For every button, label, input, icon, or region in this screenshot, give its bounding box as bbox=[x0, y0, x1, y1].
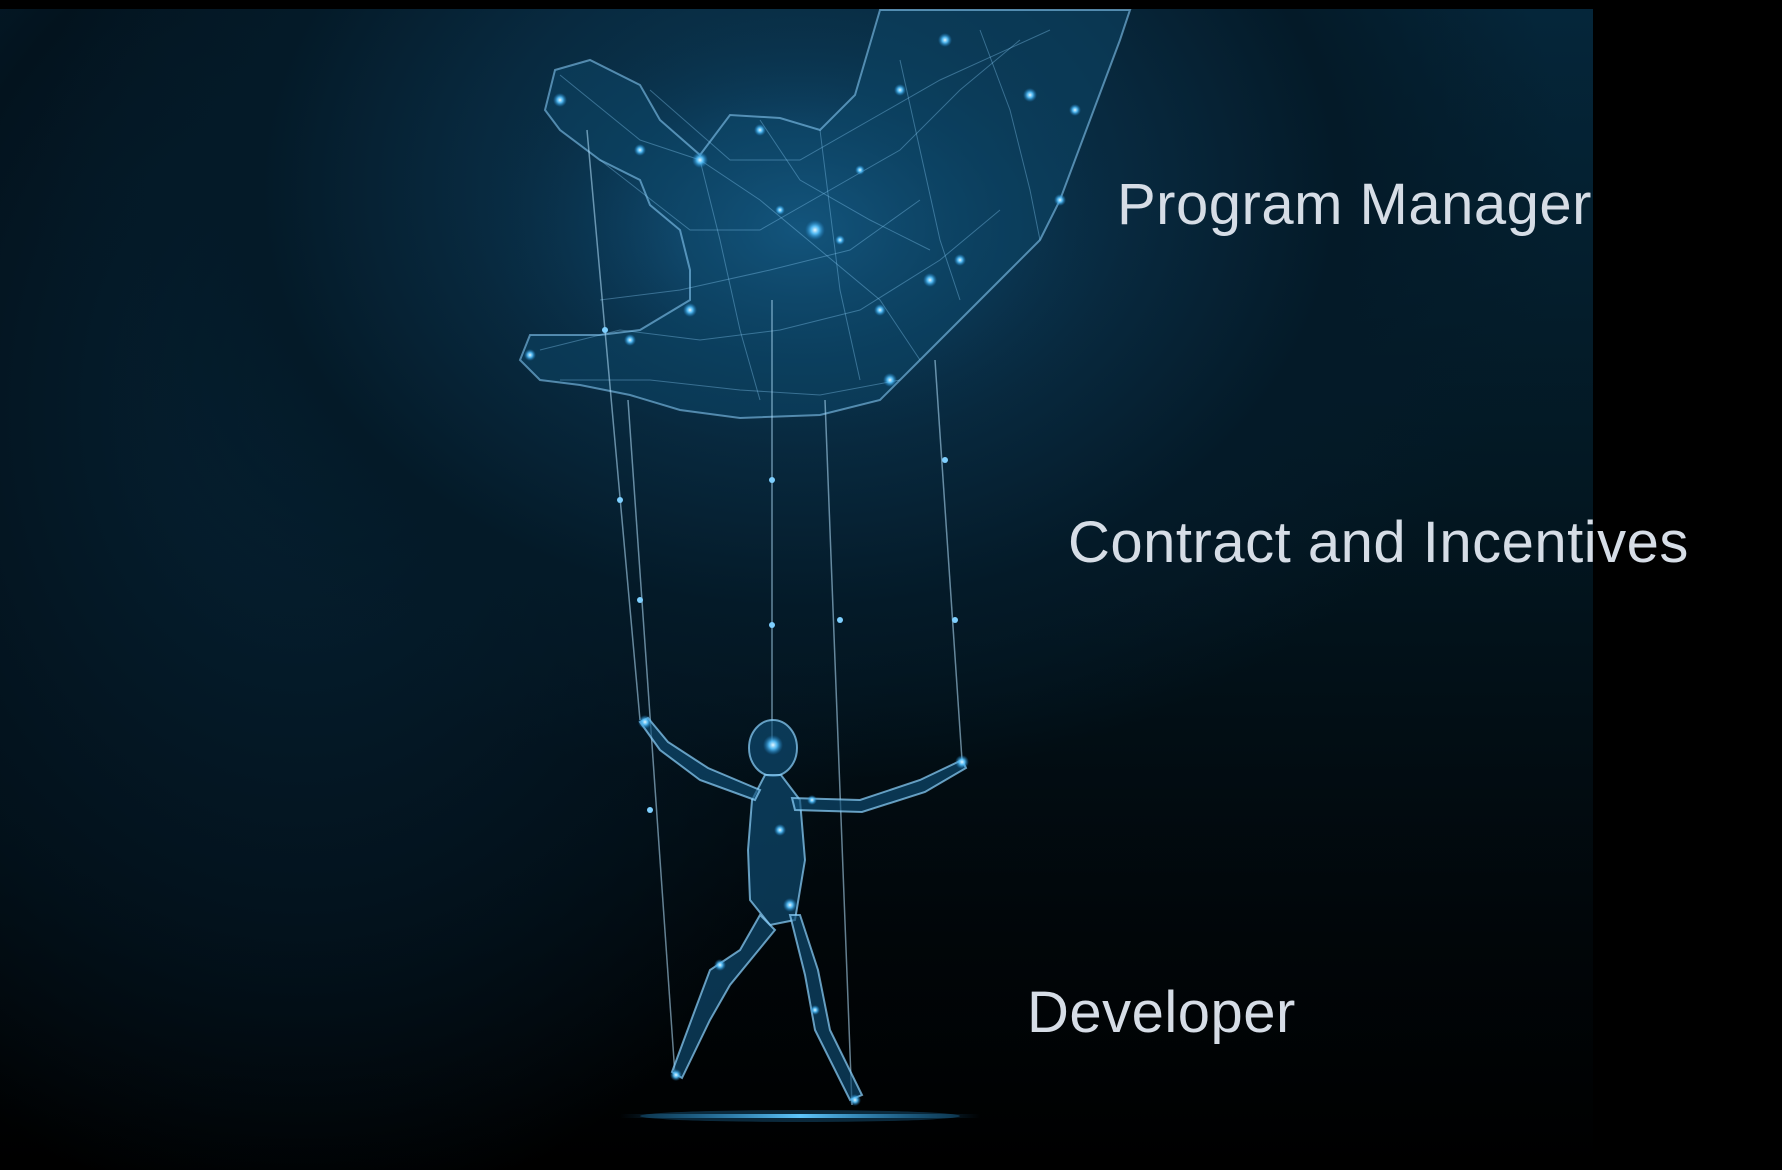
puppet-left-leg bbox=[670, 913, 777, 1080]
program-manager-label: Program Manager bbox=[1117, 172, 1592, 237]
hand bbox=[470, 9, 1132, 450]
puppet-right-leg bbox=[788, 914, 864, 1102]
string-nodes bbox=[602, 327, 958, 813]
puppet-right-arm bbox=[790, 758, 968, 814]
puppet-nodes bbox=[638, 715, 969, 1106]
hand-outline bbox=[518, 9, 1132, 420]
contract-and-incentives-label: Contract and Incentives bbox=[1068, 510, 1689, 575]
marionette-figure bbox=[638, 716, 968, 1102]
developer-label: Developer bbox=[1027, 980, 1296, 1045]
puppet-torso bbox=[746, 774, 807, 927]
hand-nodes bbox=[524, 33, 1081, 387]
floor-glow bbox=[620, 1114, 980, 1118]
right-margin bbox=[1593, 0, 1782, 1170]
puppet-left-arm bbox=[638, 716, 762, 802]
